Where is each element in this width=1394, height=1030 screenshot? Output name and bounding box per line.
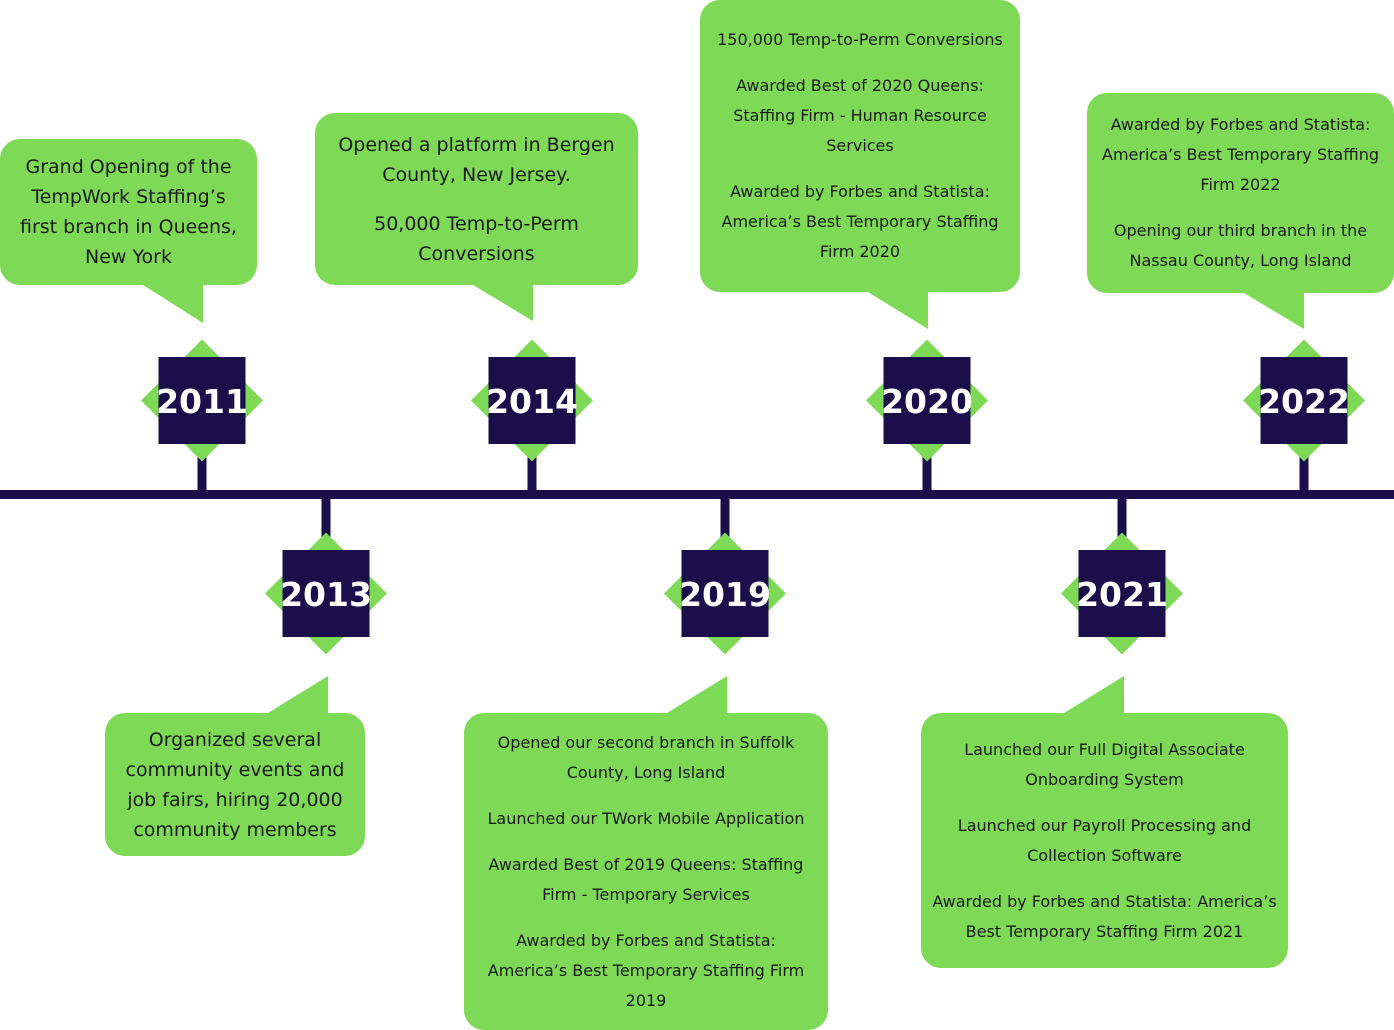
connector-2022 — [1299, 444, 1309, 491]
event-text-2014-1: Opened a platform in Bergen County, New … — [338, 133, 615, 186]
connector-2013 — [321, 498, 331, 550]
year-badge-2020 — [883, 357, 971, 444]
event-text-2019-3: Awarded Best of 2019 Queens: Staffing Fi… — [488, 854, 804, 904]
year-badge-2019 — [681, 550, 769, 637]
event-text-2013-1: Organized several community events and j… — [125, 728, 345, 841]
year-badge-2021 — [1078, 550, 1166, 637]
event-text-2021-1: Launched our Full Digital Associate Onbo… — [964, 739, 1245, 789]
bubble-tail-2013 — [268, 676, 328, 713]
year-badge-2014 — [488, 357, 576, 444]
event-text-2019-1: Opened our second branch in Suffolk Coun… — [497, 732, 795, 782]
connector-2021 — [1117, 498, 1127, 550]
event-text-2021-3: Awarded by Forbes and Statista: America’… — [932, 891, 1277, 941]
event-text-2020-2: Awarded Best of 2020 Queens: Staffing Fi… — [733, 76, 987, 155]
year-badge-2013 — [282, 550, 370, 637]
event-text-2021-2: Launched our Payroll Processing and Coll… — [957, 815, 1252, 865]
event-bubble-2011: Grand Opening of the TempWork Staffing’s… — [0, 139, 257, 285]
event-text-2011-1: Grand Opening of the TempWork Staffing’s… — [20, 156, 237, 268]
event-text-2019-4: Awarded by Forbes and Statista: America’… — [487, 930, 805, 1010]
bubble-tail-2022 — [1244, 293, 1304, 329]
year-badge-2022 — [1260, 357, 1348, 444]
event-text-2014-2: 50,000 Temp-to-Perm Conversions — [374, 212, 579, 265]
event-bubble-2021: Launched our Full Digital Associate Onbo… — [921, 713, 1288, 968]
event-bubble-2013: Organized several community events and j… — [105, 713, 365, 856]
bubble-tail-2019 — [667, 676, 727, 713]
connector-2011 — [197, 444, 207, 491]
event-bubble-2014: Opened a platform in Bergen County, New … — [315, 113, 638, 285]
bubble-tail-2011 — [143, 285, 203, 323]
bubble-tail-2021 — [1064, 676, 1124, 713]
connector-2014 — [527, 444, 537, 491]
bubble-tail-2020 — [868, 292, 928, 329]
bubble-tail-2014 — [473, 285, 533, 321]
connector-2020 — [922, 444, 932, 491]
event-text-2022-2: Opening our third branch in the Nassau C… — [1113, 221, 1368, 270]
event-text-2020-1: 150,000 Temp-to-Perm Conversions — [717, 30, 1003, 49]
event-bubble-2019: Opened our second branch in Suffolk Coun… — [464, 713, 828, 1030]
timeline-axis — [0, 490, 1394, 499]
event-text-2019-2: Launched our TWork Mobile Application — [487, 808, 805, 828]
event-bubble-2022: Awarded by Forbes and Statista: America’… — [1087, 93, 1394, 293]
year-badge-2011 — [158, 357, 246, 444]
event-text-2020-3: Awarded by Forbes and Statista: America’… — [721, 182, 999, 261]
event-bubble-2020: 150,000 Temp-to-Perm Conversions Awarded… — [700, 0, 1020, 292]
connector-2019 — [720, 498, 730, 550]
event-text-2022-1: Awarded by Forbes and Statista: America’… — [1102, 115, 1379, 194]
